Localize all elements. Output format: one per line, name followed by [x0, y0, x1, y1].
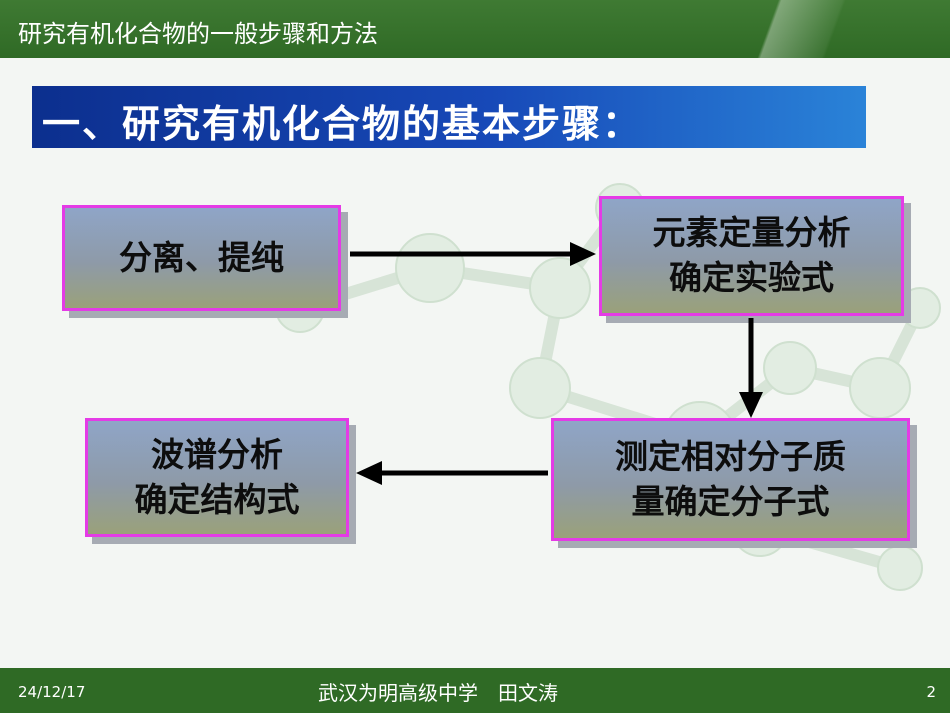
arrow-down: [739, 318, 763, 418]
slide-footer: 24/12/17 武汉为明高级中学 田文涛 2: [0, 668, 950, 713]
step-element-box: 元素定量分析 确定实验式: [599, 196, 904, 316]
step-element-line1: 元素定量分析: [652, 213, 851, 253]
section-heading: 一、研究有机化合物的基本步骤：: [32, 86, 866, 148]
step-spectrum-box: 波谱分析 确定结构式: [85, 418, 349, 537]
step-separate-text: 分离、提纯: [119, 237, 284, 277]
arrow-right: [350, 242, 596, 266]
step-spectrum-line1: 波谱分析: [151, 434, 283, 474]
step-spectrum-line2: 确定结构式: [134, 479, 300, 519]
footer-date: 24/12/17: [18, 683, 86, 701]
footer-organization: 武汉为明高级中学 田文涛: [318, 681, 558, 705]
step-molecular-box: 测定相对分子质 量确定分子式: [551, 418, 910, 541]
slide-header: 研究有机化合物的一般步骤和方法: [0, 0, 950, 58]
step-molecular-line2: 量确定分子式: [631, 481, 830, 521]
step-molecular-line1: 测定相对分子质: [615, 436, 846, 476]
arrow-left: [356, 461, 548, 485]
page-number: 2: [926, 683, 936, 701]
step-separate-box: 分离、提纯: [62, 205, 341, 311]
slide-title: 研究有机化合物的一般步骤和方法: [18, 20, 378, 48]
step-element-line2: 确定实验式: [669, 258, 834, 297]
header-decoration: [650, 0, 950, 58]
section-heading-text: 一、研究有机化合物的基本步骤：: [42, 102, 643, 146]
